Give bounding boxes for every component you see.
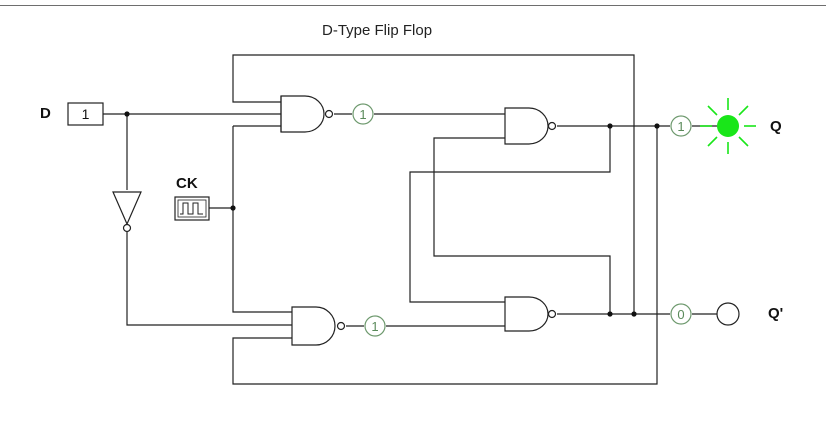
junction: [654, 123, 660, 129]
clock-wave-icon: [180, 202, 203, 215]
probe-nand1: 1: [352, 103, 374, 125]
wire-top-loop: [232, 54, 635, 314]
q-output-label: Q: [770, 118, 782, 135]
wire-qbar-feedback: [433, 137, 611, 314]
junction: [607, 311, 613, 317]
top-divider: [0, 5, 826, 6]
probe-qbar-value: 0: [677, 307, 684, 322]
qbar-lamp-off-icon: [716, 302, 740, 326]
junctions: [124, 111, 660, 317]
probe-q: 1: [670, 115, 692, 137]
qbar-output-label: Q': [768, 305, 784, 322]
wires: [103, 54, 717, 385]
probe-q-value: 1: [677, 119, 684, 134]
junction: [631, 311, 637, 317]
wire-q-feedback: [409, 126, 611, 303]
d-input-switch[interactable]: 1: [67, 102, 104, 126]
junction: [607, 123, 613, 129]
probe-qbar: 0: [670, 303, 692, 325]
wire-clock-bus: [232, 126, 292, 313]
q-lamp-on-icon: [700, 98, 756, 154]
nand-gate-1: [280, 95, 334, 133]
not-gate: [112, 191, 142, 233]
probe-nand2: 1: [364, 315, 386, 337]
probe-nand2-value: 1: [371, 319, 378, 334]
nand-gate-3: [504, 107, 557, 145]
nand-gate-2: [291, 306, 346, 346]
wire-bottom-loop: [232, 126, 658, 385]
nand-gate-4: [504, 296, 557, 332]
d-input-label: D: [40, 105, 51, 122]
diagram-title: D-Type Flip Flop: [322, 22, 433, 39]
junction: [124, 111, 130, 117]
junction: [230, 205, 236, 211]
wire-inverter-to-nand2: [126, 232, 292, 326]
ck-input-label: CK: [176, 175, 198, 192]
probe-nand1-value: 1: [359, 107, 366, 122]
d-input-value: 1: [82, 106, 90, 122]
clock-source[interactable]: [174, 196, 210, 221]
